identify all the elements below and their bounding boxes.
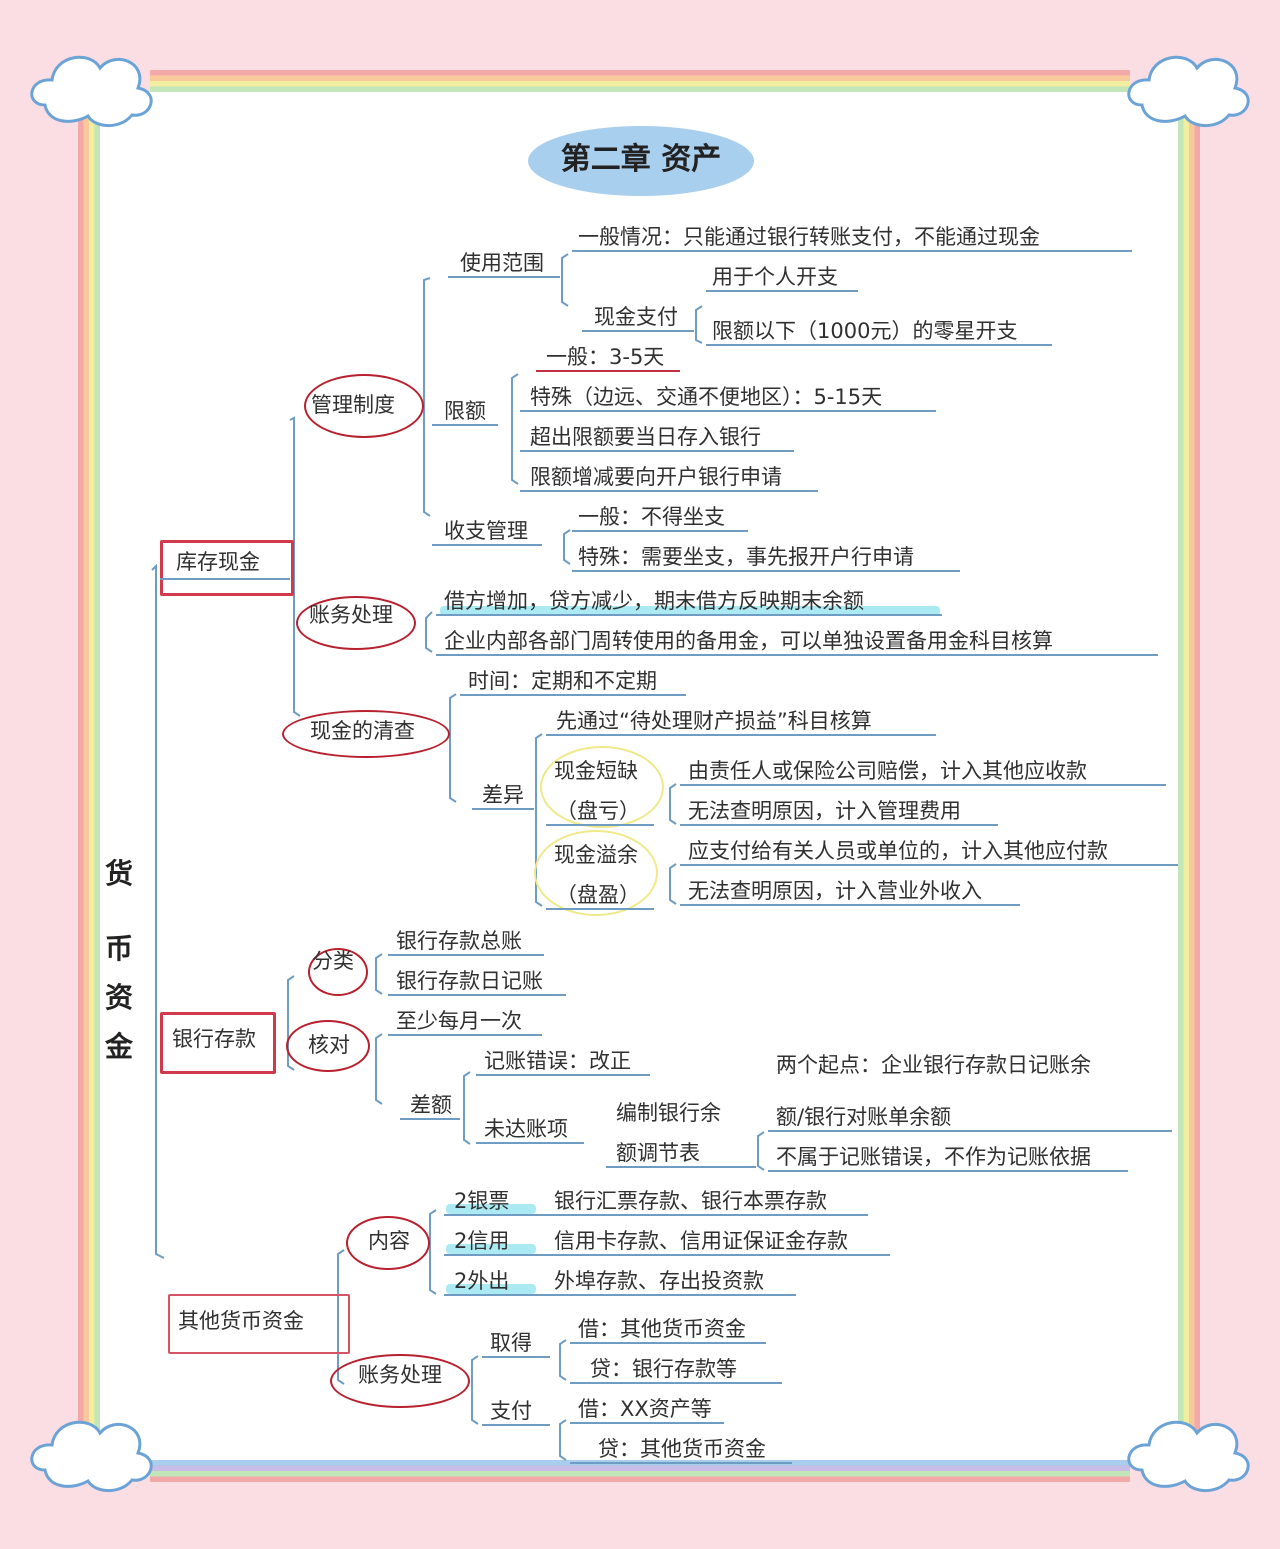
bank-node: 银行存款 [172,1027,256,1051]
cash-acct-line1: 借方增加，贷方减少，期末借方反映期末余额 [444,589,864,613]
rainbow-frame-right [1178,110,1200,1440]
content-oval [346,1216,430,1270]
cash-node: 库存现金 [176,550,260,574]
limit-change: 限额增减要向开户银行申请 [530,465,782,489]
short-oval [540,746,664,828]
mgmt-node: 管理制度 [311,393,395,417]
other-get-dr: 借：其他货币资金 [578,1317,746,1341]
rec-node: 核对 [308,1033,350,1057]
rec-diff: 差额 [410,1093,452,1117]
other-box [168,1294,350,1354]
root-char-3: 资 [104,981,133,1014]
rec-freq: 至少每月一次 [396,1009,522,1033]
check-first: 先通过“待处理财产损益”科目核算 [556,709,872,733]
cloud-bottom-left-icon [30,1420,153,1493]
content-k3: 2外出 [454,1269,510,1293]
cat-item1: 银行存款总账 [396,929,522,953]
rainbow-frame-left [78,110,100,1440]
content-k2: 2信用 [454,1229,510,1253]
rec-pending: 未达账项 [484,1117,568,1141]
content-v3: 外埠存款、存出投资款 [554,1269,764,1293]
short-b: （盘亏） [556,799,640,823]
root-char-4: 金 [104,1030,133,1063]
check-diff: 差异 [482,783,524,807]
check-node: 现金的清查 [310,719,415,743]
k2-highlight [446,1244,536,1254]
cat-oval [308,948,368,996]
other-acct-node: 账务处理 [358,1363,442,1387]
cloud-top-right-icon [1127,55,1250,128]
cat-item2: 银行存款日记账 [396,969,543,993]
content-k1: 2银票 [454,1189,510,1213]
cloud-top-left-icon [30,55,153,128]
limit-over: 超出限额要当日存入银行 [530,425,761,449]
rec-start-a: 两个起点：企业银行存款日记账余 [776,1053,1091,1077]
k1-highlight [446,1204,536,1214]
check-time: 时间：定期和不定期 [468,669,657,693]
cash-box [160,540,294,596]
other-node: 其他货币资金 [178,1309,304,1333]
over-a: 现金溢余 [554,843,638,867]
short-2: 无法查明原因，计入管理费用 [688,799,961,823]
scope-personal: 用于个人开支 [712,265,838,289]
limit-node: 限额 [444,399,486,423]
other-acct-oval [330,1354,470,1408]
cash-acct-oval [296,596,416,650]
inout-node: 收支管理 [444,519,528,543]
rec-start-b: 额/银行对账单余额 [776,1105,952,1129]
rainbow-frame-bottom [150,1460,1130,1482]
over-b: （盘盈） [556,883,640,907]
rec-oval [286,1020,370,1072]
other-pay-cr: 贷：其他货币资金 [598,1437,766,1461]
scope-general: 一般情况：只能通过银行转账支付，不能通过现金 [578,225,1040,249]
over-2: 无法查明原因，计入营业外收入 [688,879,982,903]
short-a: 现金短缺 [554,759,638,783]
content-v2: 信用卡存款、信用证保证金存款 [554,1229,848,1253]
rainbow-frame-top [150,70,1130,92]
other-get: 取得 [490,1331,532,1355]
root-char-1: 货 [104,857,133,890]
inout-special: 特殊：需要坐支，事先报开户行申请 [578,545,914,569]
scope-cash-pay: 现金支付 [594,305,678,329]
scope-node: 使用范围 [460,251,544,275]
title-bubble [528,126,754,196]
page-title: 第二章 资产 [560,142,722,177]
cash-acct-node: 账务处理 [309,603,393,627]
root-char-2: 币 [104,932,133,965]
k3-highlight [446,1284,536,1294]
scope-petty: 限额以下（1000元）的零星开支 [712,319,1018,343]
content-v1: 银行汇票存款、银行本票存款 [554,1189,827,1213]
limit-special: 特殊（边远、交通不便地区）：5-15天 [530,385,883,409]
cloud-bottom-right-icon [1127,1420,1250,1493]
cash-acct-line2: 企业内部各部门周转使用的备用金，可以单独设置备用金科目核算 [444,629,1053,653]
rec-stmt-a: 编制银行余 [616,1101,721,1125]
other-get-cr: 贷：银行存款等 [590,1357,737,1381]
inout-normal: 一般：不得坐支 [578,505,725,529]
rec-note: 不属于记账错误，不作为记账依据 [776,1145,1091,1169]
bank-box [160,1012,276,1074]
other-pay-dr: 借：XX资产等 [578,1397,712,1421]
mgmt-oval [304,374,424,438]
check-oval [282,710,450,758]
other-pay: 支付 [490,1399,532,1423]
short-1: 由责任人或保险公司赔偿，计入其他应收款 [688,759,1087,783]
over-1: 应支付给有关人员或单位的，计入其他应付款 [688,839,1108,863]
rec-stmt-b: 额调节表 [616,1141,700,1165]
cat-node: 分类 [312,949,354,973]
acct-highlight [440,606,940,616]
limit-normal: 一般：3-5天 [546,345,665,369]
content-node: 内容 [368,1229,410,1253]
rec-error: 记账错误：改正 [484,1049,631,1073]
over-oval [534,830,658,916]
